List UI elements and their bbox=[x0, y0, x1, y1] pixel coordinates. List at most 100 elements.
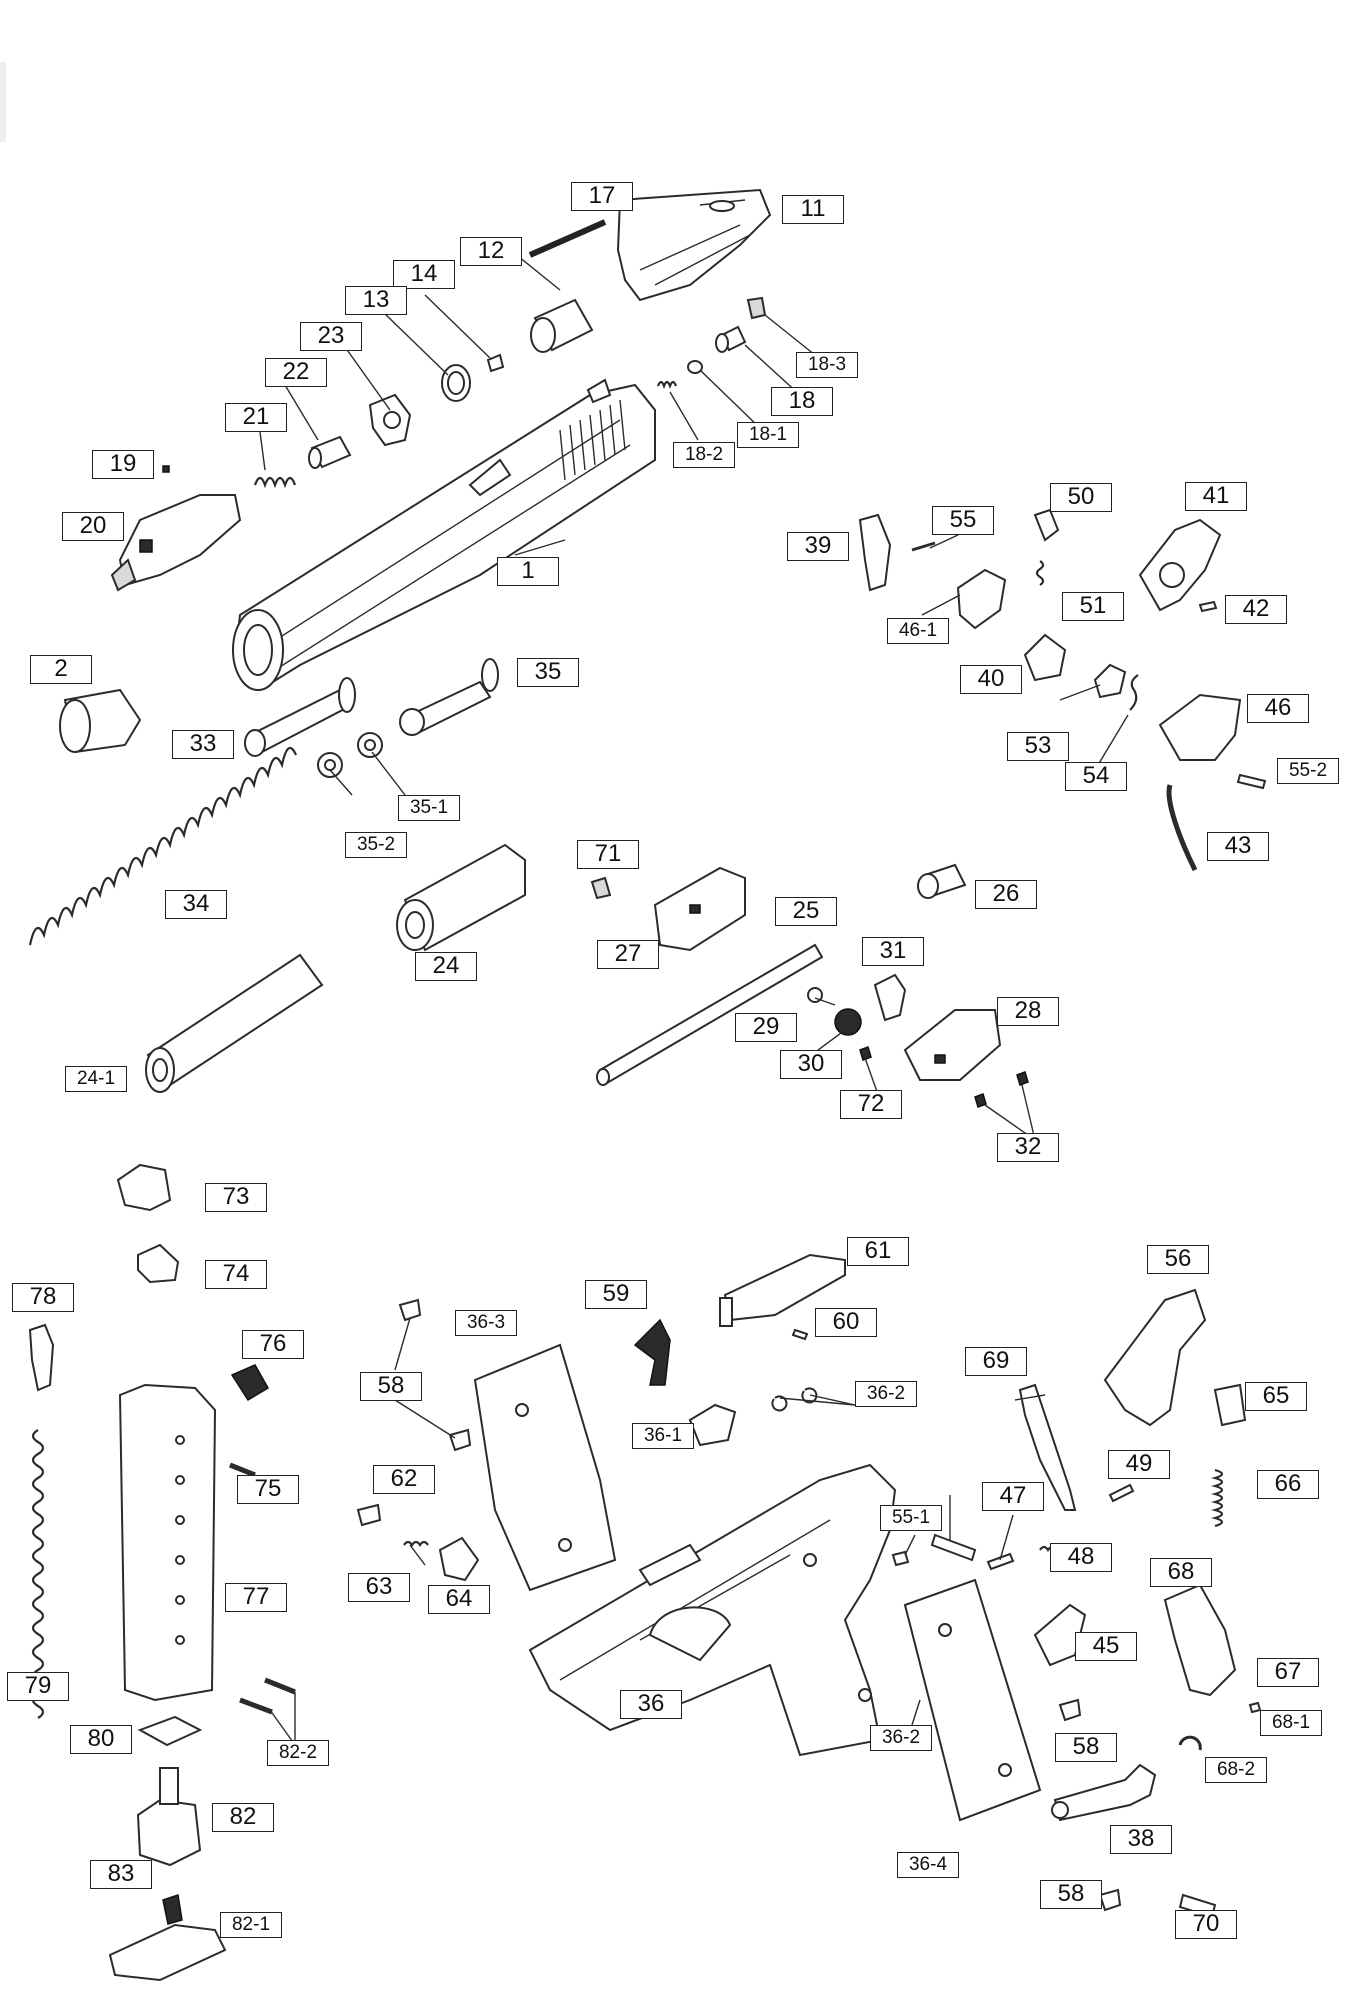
label-24-1[interactable]: 24-1 bbox=[65, 1066, 127, 1092]
label-36-3[interactable]: 36-3 bbox=[455, 1310, 517, 1336]
label-33[interactable]: 33 bbox=[172, 730, 234, 759]
label-67[interactable]: 67 bbox=[1257, 1658, 1319, 1687]
label-58-upper[interactable]: 58 bbox=[360, 1372, 422, 1401]
label-64[interactable]: 64 bbox=[428, 1585, 490, 1614]
label-36-2-top[interactable]: 36-2 bbox=[855, 1381, 917, 1407]
label-24[interactable]: 24 bbox=[415, 952, 477, 981]
label-75[interactable]: 75 bbox=[237, 1475, 299, 1504]
label-47[interactable]: 47 bbox=[982, 1482, 1044, 1511]
part-55-pin bbox=[911, 541, 936, 552]
label-46[interactable]: 46 bbox=[1247, 694, 1309, 723]
label-14[interactable]: 14 bbox=[393, 260, 455, 289]
label-21[interactable]: 21 bbox=[225, 403, 287, 432]
label-76[interactable]: 76 bbox=[242, 1330, 304, 1359]
label-55-1[interactable]: 55-1 bbox=[880, 1505, 942, 1531]
label-32[interactable]: 32 bbox=[997, 1133, 1059, 1162]
label-41[interactable]: 41 bbox=[1185, 482, 1247, 511]
label-18[interactable]: 18 bbox=[771, 387, 833, 416]
label-55-top[interactable]: 55 bbox=[932, 506, 994, 535]
label-27[interactable]: 27 bbox=[597, 940, 659, 969]
label-42[interactable]: 42 bbox=[1225, 595, 1287, 624]
label-36-4[interactable]: 36-4 bbox=[897, 1852, 959, 1878]
label-29[interactable]: 29 bbox=[735, 1013, 797, 1042]
label-80[interactable]: 80 bbox=[70, 1725, 132, 1754]
label-13[interactable]: 13 bbox=[345, 286, 407, 315]
label-61[interactable]: 61 bbox=[847, 1237, 909, 1266]
part-40-part bbox=[1023, 633, 1067, 682]
part-83-valve-nut bbox=[162, 1894, 183, 1925]
label-77[interactable]: 77 bbox=[225, 1583, 287, 1612]
label-20[interactable]: 20 bbox=[62, 512, 124, 541]
part-30-gear bbox=[834, 1008, 862, 1036]
label-17[interactable]: 17 bbox=[571, 182, 633, 211]
label-53[interactable]: 53 bbox=[1007, 732, 1069, 761]
label-38[interactable]: 38 bbox=[1110, 1825, 1172, 1854]
label-71[interactable]: 71 bbox=[577, 840, 639, 869]
label-50[interactable]: 50 bbox=[1050, 483, 1112, 512]
part-68-2-clip bbox=[1178, 1735, 1202, 1751]
label-82[interactable]: 82 bbox=[212, 1803, 274, 1832]
label-82-2[interactable]: 82-2 bbox=[267, 1740, 329, 1766]
label-23[interactable]: 23 bbox=[300, 322, 362, 351]
label-54[interactable]: 54 bbox=[1065, 762, 1127, 791]
label-22[interactable]: 22 bbox=[265, 358, 327, 387]
part-42-pin bbox=[1198, 600, 1218, 613]
label-45[interactable]: 45 bbox=[1075, 1632, 1137, 1661]
label-35-1[interactable]: 35-1 bbox=[398, 795, 460, 821]
label-46-1[interactable]: 46-1 bbox=[887, 618, 949, 644]
label-11[interactable]: 11 bbox=[782, 195, 844, 224]
part-47-pin bbox=[986, 1552, 1015, 1571]
label-63[interactable]: 63 bbox=[348, 1573, 410, 1602]
label-69[interactable]: 69 bbox=[965, 1347, 1027, 1376]
label-72[interactable]: 72 bbox=[840, 1090, 902, 1119]
label-60[interactable]: 60 bbox=[815, 1308, 877, 1337]
label-62[interactable]: 62 bbox=[373, 1465, 435, 1494]
label-25[interactable]: 25 bbox=[775, 897, 837, 926]
label-58-bottom[interactable]: 58 bbox=[1040, 1880, 1102, 1909]
label-55-2[interactable]: 55-2 bbox=[1277, 758, 1339, 784]
label-79[interactable]: 79 bbox=[7, 1672, 69, 1701]
label-78[interactable]: 78 bbox=[12, 1283, 74, 1312]
label-68-1[interactable]: 68-1 bbox=[1260, 1710, 1322, 1736]
label-36[interactable]: 36 bbox=[620, 1690, 682, 1719]
label-56[interactable]: 56 bbox=[1147, 1245, 1209, 1274]
label-70[interactable]: 70 bbox=[1175, 1910, 1237, 1939]
label-74[interactable]: 74 bbox=[205, 1260, 267, 1289]
label-48[interactable]: 48 bbox=[1050, 1543, 1112, 1572]
part-69-grip-safety bbox=[1018, 1383, 1077, 1511]
label-36-2-bottom[interactable]: 36-2 bbox=[870, 1725, 932, 1751]
label-68-2[interactable]: 68-2 bbox=[1205, 1757, 1267, 1783]
label-43[interactable]: 43 bbox=[1207, 832, 1269, 861]
label-35-2[interactable]: 35-2 bbox=[345, 832, 407, 858]
label-34[interactable]: 34 bbox=[165, 890, 227, 919]
label-19[interactable]: 19 bbox=[92, 450, 154, 479]
label-39[interactable]: 39 bbox=[787, 532, 849, 561]
label-35[interactable]: 35 bbox=[517, 658, 579, 687]
label-83[interactable]: 83 bbox=[90, 1860, 152, 1889]
label-30[interactable]: 30 bbox=[780, 1050, 842, 1079]
label-1[interactable]: 1 bbox=[497, 557, 559, 586]
label-51[interactable]: 51 bbox=[1062, 592, 1124, 621]
label-28[interactable]: 28 bbox=[997, 997, 1059, 1026]
label-66[interactable]: 66 bbox=[1257, 1470, 1319, 1499]
label-82-1[interactable]: 82-1 bbox=[220, 1912, 282, 1938]
part-36-2-clip-a bbox=[771, 1395, 788, 1412]
label-59[interactable]: 59 bbox=[585, 1280, 647, 1309]
label-12[interactable]: 12 bbox=[460, 237, 522, 266]
part-28-chamber-block bbox=[903, 1009, 1002, 1081]
label-40[interactable]: 40 bbox=[960, 665, 1022, 694]
label-68[interactable]: 68 bbox=[1150, 1558, 1212, 1587]
label-31[interactable]: 31 bbox=[862, 937, 924, 966]
label-18-3[interactable]: 18-3 bbox=[796, 352, 858, 378]
label-65[interactable]: 65 bbox=[1245, 1382, 1307, 1411]
label-36-1[interactable]: 36-1 bbox=[632, 1423, 694, 1449]
label-18-2[interactable]: 18-2 bbox=[673, 442, 735, 468]
label-18-1[interactable]: 18-1 bbox=[737, 422, 799, 448]
part-19-pin bbox=[162, 465, 170, 473]
label-49[interactable]: 49 bbox=[1108, 1450, 1170, 1479]
label-26[interactable]: 26 bbox=[975, 880, 1037, 909]
label-58-mid[interactable]: 58 bbox=[1055, 1733, 1117, 1762]
label-2[interactable]: 2 bbox=[30, 655, 92, 684]
label-73[interactable]: 73 bbox=[205, 1183, 267, 1212]
